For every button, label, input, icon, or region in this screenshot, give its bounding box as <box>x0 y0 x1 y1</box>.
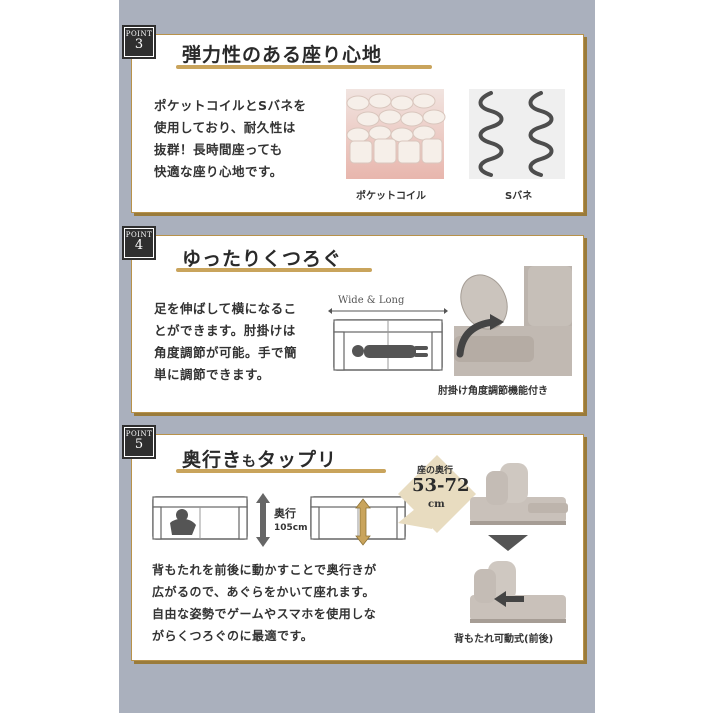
point3-body-line: 快適な座り心地です。 <box>154 164 283 179</box>
point3-body: ポケットコイルとSバネを 使用しており、耐久性は 抜群！長時間座っても 快適な座… <box>154 95 334 183</box>
point5-title-underline <box>176 469 386 473</box>
point5-body-line: がらくつろぐのに最適です。 <box>152 629 314 643</box>
point5-badge-label: POINT <box>125 430 153 438</box>
point5-badge: POINT 5 <box>122 425 156 459</box>
seat-depth-arrow-icon <box>355 498 371 546</box>
point3-badge-label: POINT <box>125 30 153 38</box>
point3-panel: POINT 3 弾力性のある座り心地 ポケットコイルとSバネを 使用しており、耐… <box>122 25 584 213</box>
sofa-backrest-back-photo <box>470 561 566 623</box>
point4-title-underline <box>176 268 372 272</box>
point4-body: 足を伸ばして横になるこ とができます。肘掛けは 角度調節が可能。手で簡 単に調節… <box>154 298 334 386</box>
depth-value-text: 105cm <box>274 523 308 533</box>
point5-body-line: 広がるので、あぐらをかいて座れます。 <box>152 585 375 599</box>
point4-badge: POINT 4 <box>122 226 156 260</box>
point3-badge-number: 3 <box>134 37 144 52</box>
backrest-caption: 背もたれ可動式(前後) <box>454 634 554 645</box>
sofa-backrest-forward-photo <box>470 463 568 525</box>
armrest-caption: 肘掛け角度調節機能付き <box>438 386 548 397</box>
down-arrow-icon <box>488 535 528 551</box>
point5-body-line: 背もたれを前後に動かすことで奥行きが <box>152 563 377 577</box>
wide-long-label: Wide & Long <box>338 295 405 306</box>
point5-title: 奥行きもタップリ <box>182 445 337 472</box>
point5-title-small: も <box>242 454 258 470</box>
sofa-topview-diagram <box>328 308 448 371</box>
point4-panel: POINT 4 ゆったりくつろぐ 足を伸ばして横になるこ とができます。肘掛けは… <box>122 226 584 413</box>
seat-depth-label: 座の奥行 <box>417 466 454 476</box>
point3-body-line: 使用しており、耐久性は <box>154 120 296 135</box>
point5-badge-number: 5 <box>134 437 144 452</box>
point4-body-line: 角度調節が可能。手で簡 <box>154 345 298 360</box>
depth-arrow-icon <box>256 493 270 547</box>
sofa-lounge-diagram <box>152 496 248 540</box>
point5-panel: POINT 5 奥行きもタップリ 奥行 105cm 座の奥行 53-72 cm <box>122 425 584 661</box>
point5-body: 背もたれを前後に動かすことで奥行きが 広がるので、あぐらをかいて座れます。 自由… <box>152 559 452 647</box>
point4-body-line: 単に調節できます。 <box>154 367 270 382</box>
pocket-coil-image <box>346 89 446 179</box>
point3-title: 弾力性のある座り心地 <box>182 44 383 66</box>
seat-depth-unit: cm <box>428 499 445 510</box>
point4-body-line: とができます。肘掛けは <box>154 323 296 338</box>
s-spring-image <box>469 89 565 179</box>
point5-title-end: タップリ <box>257 449 338 471</box>
depth-label-text: 奥行 <box>274 507 296 520</box>
s-spring-caption: Sバネ <box>505 191 533 202</box>
pocket-coil-caption: ポケットコイル <box>356 191 426 202</box>
point5-body-line: 自由な姿勢でゲームやスマホを使用しな <box>152 607 377 621</box>
point3-body-line: 抜群！長時間座っても <box>154 142 283 157</box>
depth-label: 奥行 105cm <box>274 507 308 535</box>
point4-title: ゆったりくつろぐ <box>182 248 343 270</box>
point3-title-underline <box>176 65 432 69</box>
point4-body-line: 足を伸ばして横になるこ <box>154 301 297 316</box>
seat-depth-value: 53-72 <box>412 475 470 496</box>
point5-title-main: 奥行き <box>182 449 243 471</box>
point3-badge: POINT 3 <box>122 25 156 59</box>
armrest-adjust-photo <box>454 266 572 376</box>
point4-badge-label: POINT <box>125 231 153 239</box>
point4-badge-number: 4 <box>134 238 144 253</box>
point3-body-line: ポケットコイルとSバネを <box>154 98 307 113</box>
seat-depth-callout <box>398 455 476 533</box>
